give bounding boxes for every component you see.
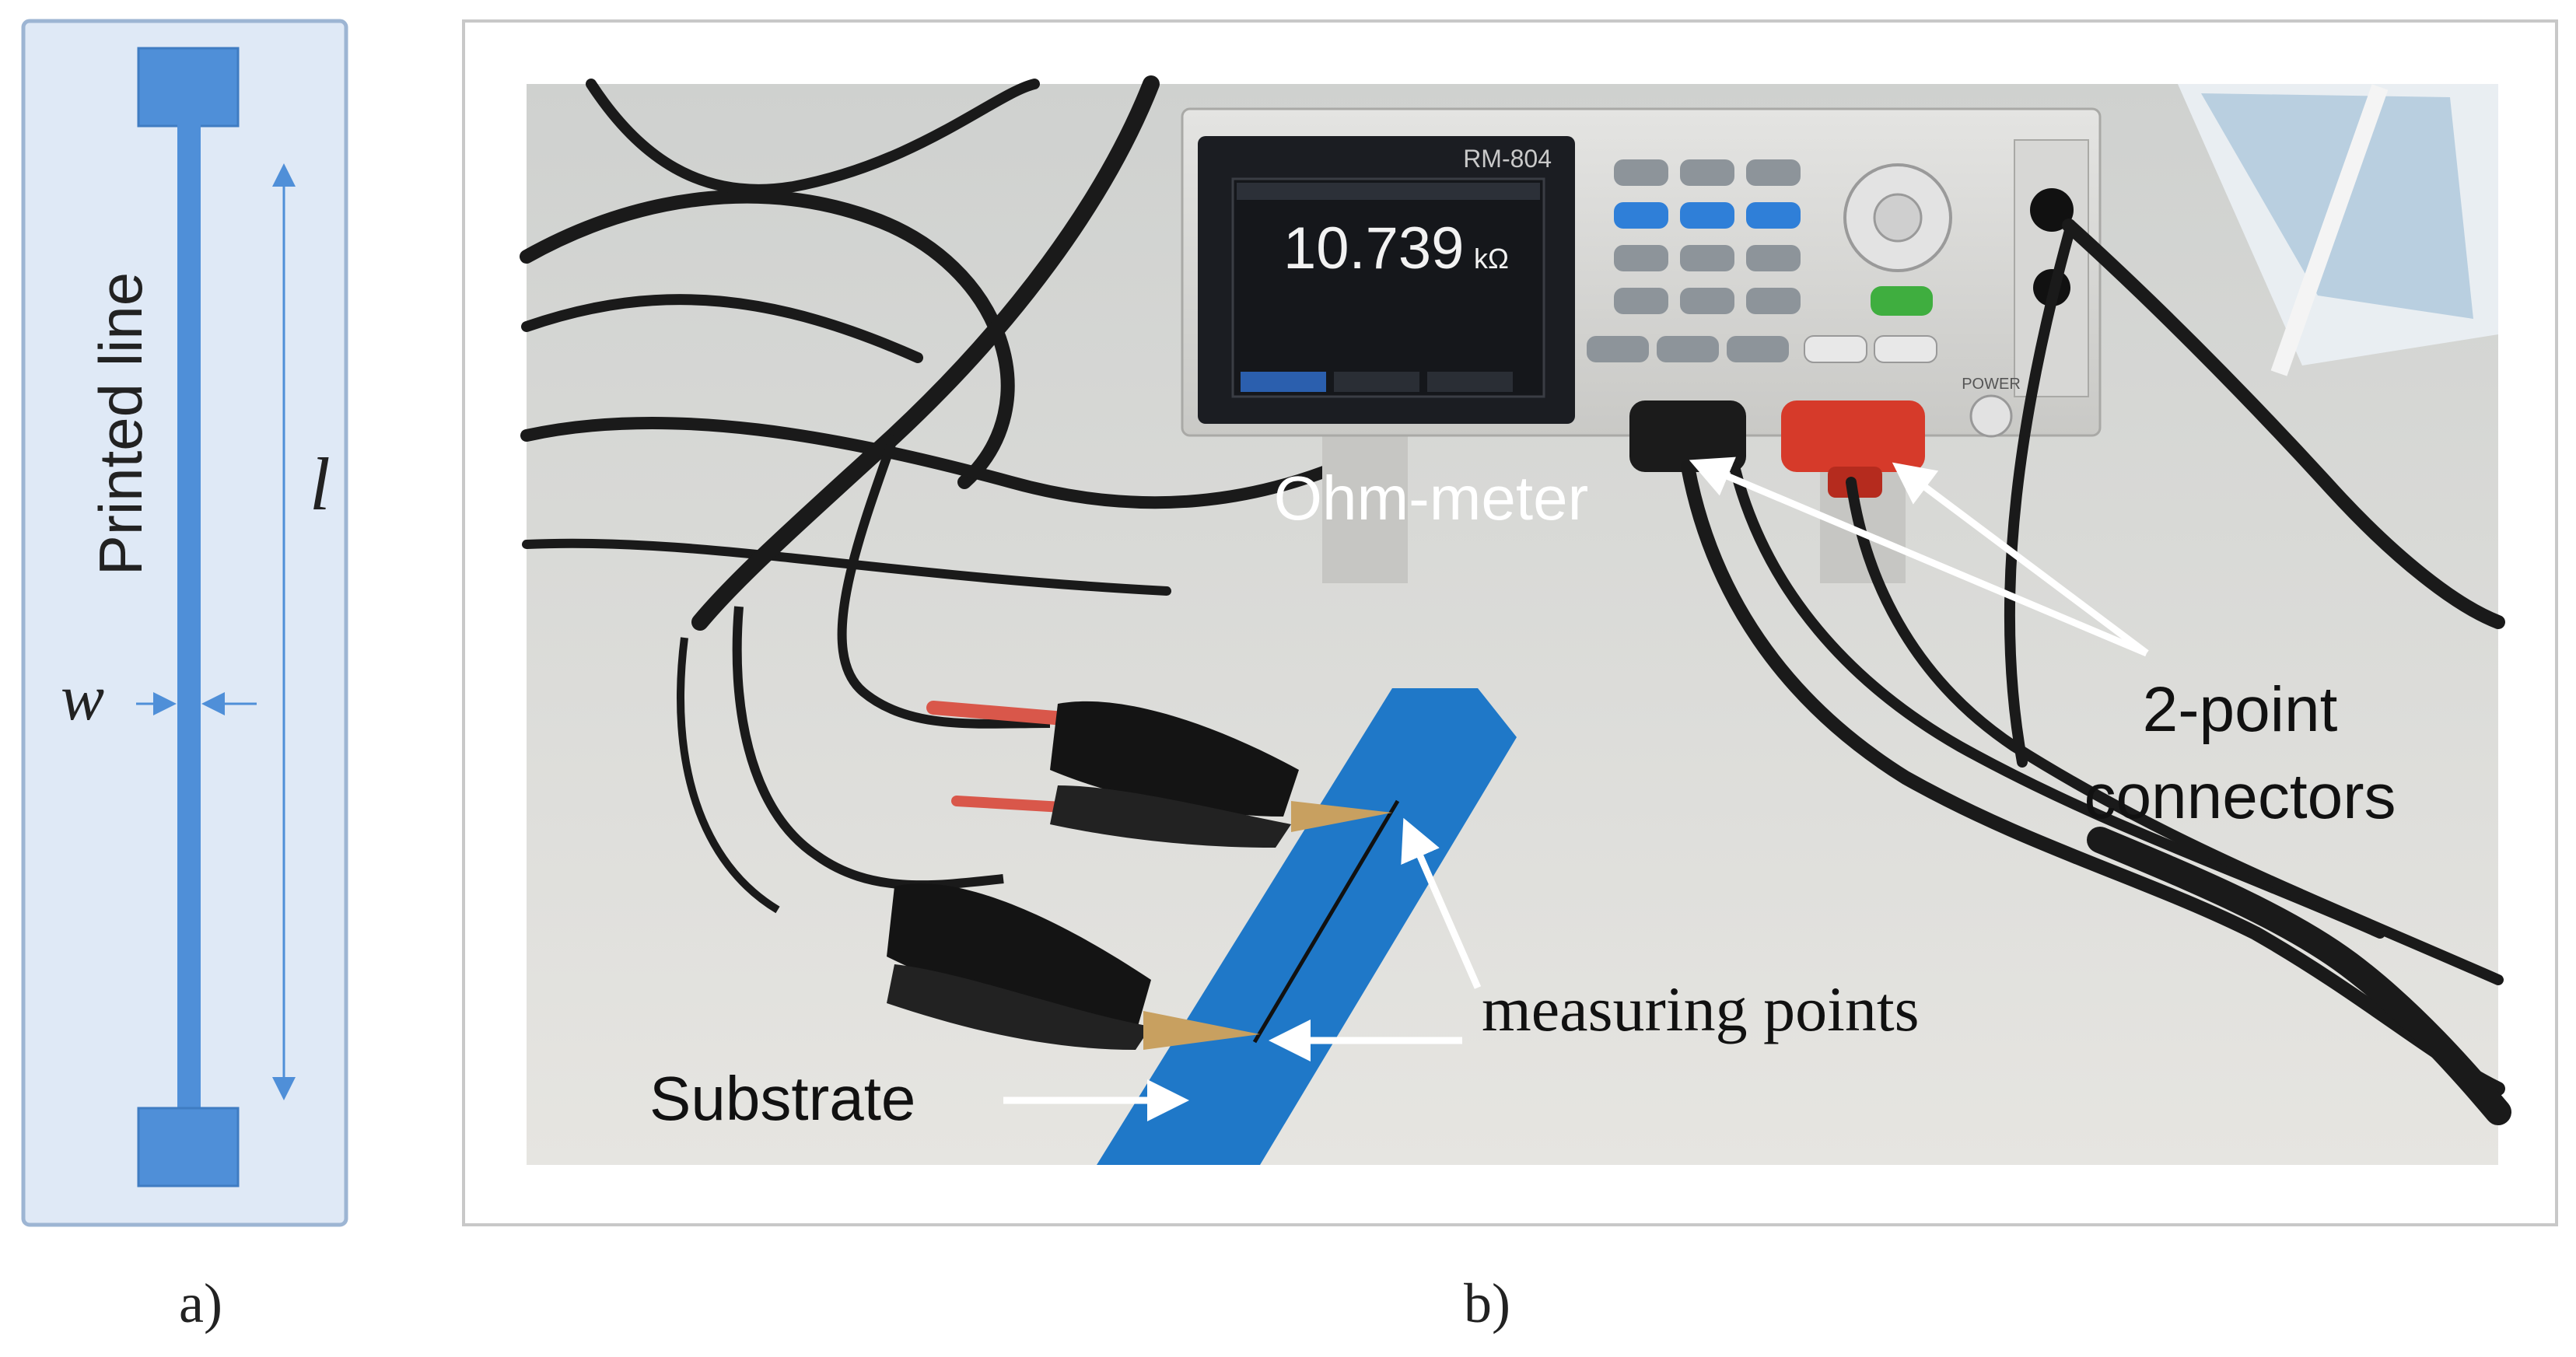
caption-b: b) — [1464, 1272, 1510, 1334]
annotations: Ohm-meter 2-point connectors measuring p… — [649, 456, 2396, 1133]
substrate-label: Substrate — [649, 1064, 915, 1133]
ohm-meter: RM-804 10.739 kΩ — [1181, 107, 2102, 583]
probe-lead — [837, 433, 1051, 729]
ohm-meter-label: Ohm-meter — [1274, 463, 1589, 533]
probe-lead — [677, 637, 780, 914]
meter-unit: kΩ — [1474, 243, 1509, 275]
meter-screen-status-bar — [1237, 183, 1540, 200]
connector-arrow-red — [1892, 462, 2149, 656]
meter-model: RM-804 — [1463, 145, 1552, 173]
top-contact-pad — [137, 47, 240, 128]
meter-keypad — [1587, 159, 1952, 363]
meter-reading: 10.739 — [1283, 215, 1464, 282]
connector-arrow-black — [1689, 456, 2148, 657]
caption-a: a) — [179, 1272, 222, 1334]
power-label: POWER — [1962, 376, 2021, 393]
measuring-points-label: measuring points — [1482, 974, 1920, 1044]
panel-b: RM-804 10.739 kΩ — [462, 19, 2558, 1334]
red-sleeve — [926, 701, 1080, 726]
upper-clip — [1050, 701, 1299, 817]
meter-soft-key — [1427, 372, 1513, 392]
lower-clip — [887, 883, 1151, 1034]
connectors-label-line1: 2-point — [2143, 674, 2338, 745]
stand-rod — [2270, 84, 2389, 376]
length-symbol: l — [310, 442, 331, 526]
black-plug — [1629, 400, 1746, 472]
meter-soft-key-active — [1241, 372, 1326, 392]
meter-terminal-panel — [2014, 139, 2089, 397]
background-cables — [520, 75, 1344, 631]
test-clips — [677, 433, 1392, 1050]
meter-soft-key — [1334, 372, 1419, 392]
substrate — [1097, 688, 1517, 1165]
meter-jack — [2030, 188, 2074, 232]
panel-a: Printed line l w a) — [21, 19, 348, 1334]
printed-line-on-substrate — [1252, 799, 1400, 1044]
upper-probe-tip — [1291, 801, 1392, 832]
power-button — [1969, 394, 2013, 438]
bottom-contact-pad — [137, 1107, 240, 1187]
printed-line-label: Printed line — [86, 272, 155, 575]
photo: RM-804 10.739 kΩ — [520, 75, 2511, 1165]
meter-cables — [1681, 219, 2511, 1125]
meter-screen — [1231, 177, 1545, 398]
connectors-label-line2: connectors — [2084, 761, 2396, 832]
width-symbol: w — [61, 662, 104, 734]
lower-probe-tip — [1143, 1011, 1260, 1050]
red-plug — [1781, 400, 1925, 472]
upper-clip-lower-jaw — [1050, 785, 1291, 848]
measuring-arrow-upper — [1401, 817, 1482, 989]
printed-line-trace — [177, 124, 201, 1112]
lower-clip-lower-jaw — [887, 964, 1151, 1050]
